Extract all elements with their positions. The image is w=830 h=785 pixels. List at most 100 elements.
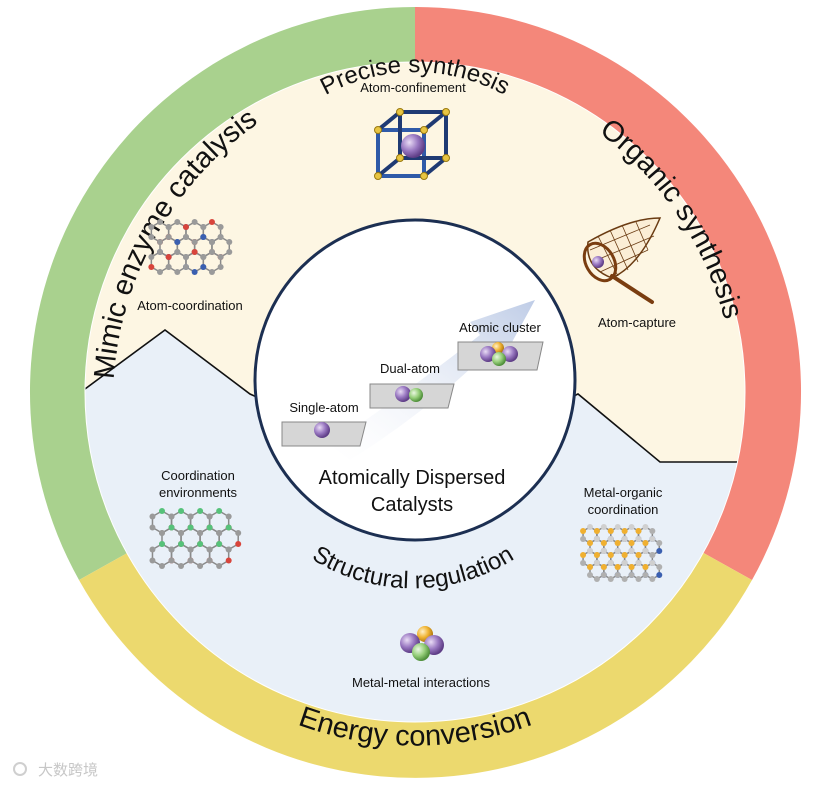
lattice-atom bbox=[225, 513, 232, 520]
label-coordination-line2: environments bbox=[159, 485, 238, 500]
metal-organic-framework-icon bbox=[580, 524, 663, 582]
lattice-atom bbox=[635, 552, 642, 558]
center-circle bbox=[253, 218, 577, 542]
step-single-atom bbox=[281, 421, 367, 447]
lattice-atom bbox=[600, 540, 607, 546]
lattice-atom bbox=[174, 269, 181, 275]
lattice-atom bbox=[149, 524, 156, 531]
lattice-atom bbox=[208, 269, 215, 275]
step-atomic-cluster bbox=[457, 341, 544, 371]
lattice-atom bbox=[587, 572, 593, 578]
lattice-atom bbox=[621, 536, 628, 542]
lattice-atom bbox=[587, 548, 593, 554]
lattice-atom bbox=[200, 224, 207, 230]
watermark-logo-icon bbox=[13, 762, 27, 776]
lattice-atom bbox=[587, 564, 593, 570]
lattice-atom bbox=[593, 576, 600, 582]
lattice-atom bbox=[206, 513, 213, 520]
lattice-atom bbox=[217, 254, 224, 260]
lattice-atom bbox=[642, 524, 649, 530]
lattice-atom bbox=[157, 249, 163, 255]
lattice-atom bbox=[607, 576, 614, 582]
lattice-atom bbox=[642, 540, 649, 546]
lattice-atom bbox=[217, 234, 224, 240]
lattice-atom bbox=[206, 546, 213, 553]
lattice-atom bbox=[148, 254, 155, 260]
lattice-atom bbox=[159, 541, 165, 547]
lattice-atom bbox=[165, 254, 172, 260]
lattice-atom bbox=[656, 572, 663, 578]
label-atom-coordination: Atom-coordination bbox=[137, 298, 243, 313]
lattice-atom bbox=[628, 540, 635, 546]
lattice-atom bbox=[235, 530, 242, 536]
lattice-atom bbox=[217, 264, 224, 270]
lattice-atom bbox=[191, 249, 198, 255]
lattice-atom bbox=[593, 552, 600, 558]
lattice-atom bbox=[656, 548, 663, 554]
lattice-atom bbox=[168, 557, 175, 564]
label-coordination-line1: Coordination bbox=[161, 468, 235, 483]
lattice-atom bbox=[621, 560, 628, 566]
lattice-atom bbox=[157, 239, 163, 245]
lattice-atom bbox=[174, 239, 181, 245]
lattice-atom bbox=[642, 572, 649, 578]
lattice-atom bbox=[649, 560, 656, 566]
lattice-atom bbox=[148, 234, 155, 240]
lattice-atom bbox=[168, 546, 175, 553]
lattice-atom bbox=[187, 513, 194, 520]
lattice-atom bbox=[165, 224, 172, 230]
lattice-atom bbox=[178, 563, 185, 569]
lattice-atom bbox=[593, 528, 600, 534]
label-metal-organic-line2: coordination bbox=[588, 502, 659, 517]
atom-confinement-cube-icon bbox=[374, 108, 450, 180]
lattice-atom bbox=[614, 540, 621, 546]
lattice-atom bbox=[168, 513, 175, 520]
atom-capture-net-icon bbox=[582, 217, 662, 304]
lattice-atom bbox=[206, 557, 213, 564]
lattice-atom bbox=[649, 528, 656, 534]
lattice-atom bbox=[600, 524, 607, 530]
lattice-atom bbox=[216, 541, 223, 547]
lattice-atom bbox=[182, 234, 189, 240]
lattice-atom bbox=[580, 528, 587, 534]
lattice-atom bbox=[208, 219, 215, 225]
label-atom-confinement: Atom-confinement bbox=[360, 80, 466, 95]
label-metal-metal-interactions: Metal-metal interactions bbox=[352, 675, 490, 690]
inner-disk-border bbox=[84, 61, 746, 723]
lattice-atom bbox=[159, 563, 165, 569]
lattice-atom bbox=[191, 219, 198, 225]
lattice-atom bbox=[200, 254, 207, 260]
metal-metal-cluster-icon bbox=[400, 626, 444, 661]
lattice-atom bbox=[635, 528, 642, 534]
lattice-atom bbox=[587, 524, 593, 530]
lattice-atom bbox=[600, 548, 607, 554]
lattice-atom bbox=[165, 264, 172, 270]
lattice-atom bbox=[157, 219, 163, 225]
lattice-atom bbox=[614, 548, 621, 554]
lattice-atom bbox=[600, 564, 607, 570]
lattice-atom bbox=[178, 541, 185, 547]
lattice-atom bbox=[157, 269, 163, 275]
step-dual-atom bbox=[369, 383, 455, 409]
lattice-atom bbox=[607, 536, 614, 542]
label-metal-organic-line1: Metal-organic bbox=[584, 485, 663, 500]
lattice-atom bbox=[600, 572, 607, 578]
lattice-atom bbox=[217, 224, 224, 230]
lattice-atom bbox=[148, 264, 155, 270]
lattice-atom bbox=[225, 546, 232, 553]
label-atomic-cluster: Atomic cluster bbox=[459, 320, 541, 335]
lattice-atom bbox=[191, 239, 198, 245]
lattice-atom bbox=[174, 219, 181, 225]
lattice-atom bbox=[208, 249, 215, 255]
lattice-atom bbox=[168, 524, 175, 531]
lattice-atom bbox=[226, 249, 233, 255]
lattice-atom bbox=[178, 530, 185, 536]
lattice-atom bbox=[628, 524, 635, 530]
label-dual-atom: Dual-atom bbox=[380, 361, 440, 376]
lattice-atom bbox=[614, 564, 621, 570]
lattice-atom bbox=[182, 254, 189, 260]
lattice-atom bbox=[580, 560, 587, 566]
lattice-atom bbox=[200, 234, 207, 240]
lattice-atom bbox=[159, 508, 165, 514]
